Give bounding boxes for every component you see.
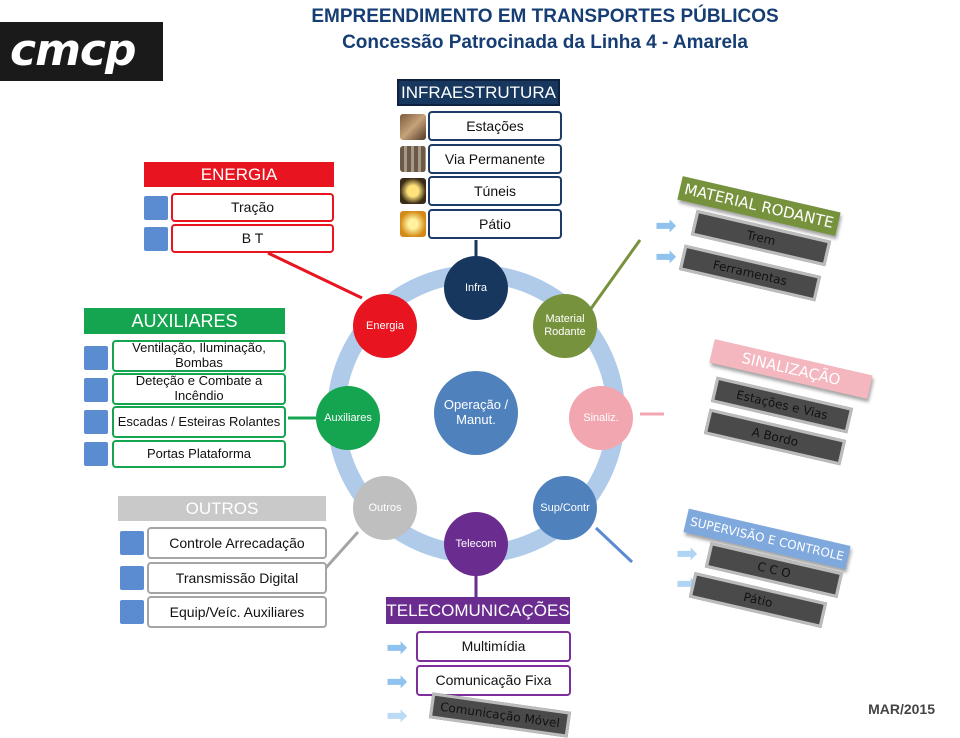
arrow-right-icon: ➡ [676,538,698,568]
infra-item-via-permanente: Via Permanente [428,144,562,174]
wheel-center-operacao: Operação / Manut. [434,371,518,455]
outros-item-equip: Equip/Veíc. Auxiliares [147,596,327,628]
telecom-item-multimidia: Multimídia [416,631,571,662]
infra-item-estacoes: Estações [428,111,562,141]
wheel-node-energia: Energia [353,294,417,358]
energia-item-bt: B T [171,224,334,253]
arrow-right-icon: ➡ [655,210,677,240]
auxiliares-bullet-icon [84,378,108,402]
outros-item-arrecadacao: Controle Arrecadação [147,527,327,559]
auxiliares-bullet-icon [84,410,108,434]
wheel-node-telecom: Telecom [444,512,508,576]
outros-header: OUTROS [118,496,326,521]
auxiliares-item-ventilacao: Ventilação, Iluminação, Bombas [112,340,286,372]
outros-bullet-icon [120,600,144,624]
wheel-node-sup: Sup/Contr [533,476,597,540]
auxiliares-item-incendio: Deteção e Combate a Incêndio [112,373,286,405]
infraestrutura-header: INFRAESTRUTURA [397,79,560,106]
wheel-node-material: Material Rodante [533,294,597,358]
energia-connector [267,251,363,300]
auxiliares-item-escadas: Escadas / Esteiras Rolantes [112,406,286,438]
wheel-node-auxiliares: Auxiliares [316,386,380,450]
sinalizacao-item-bordo-label: A Bordo [750,424,800,450]
energia-header: ENERGIA [144,162,334,187]
telecom-item-comunicacao-fixa: Comunicação Fixa [416,665,571,696]
telecom-header: TELECOMUNICAÇÕES [386,597,570,624]
arrow-right-icon: ➡ [655,241,677,271]
supervisao-item-patio-label: Pátio [742,589,774,611]
energia-bullet-icon [144,227,168,251]
date-label: MAR/2015 [868,701,935,717]
sup-connector [594,526,634,564]
wheel-node-outros: Outros [353,476,417,540]
supervisao-item-cco-label: C C O [755,559,793,581]
arrow-right-icon: ➡ [386,700,408,730]
energia-bullet-icon [144,196,168,220]
material-connector [588,239,642,311]
infra-item-patio: Pátio [428,209,562,239]
arrow-right-icon: ➡ [386,666,408,696]
wheel-node-sinaliz: Sinaliz. [569,386,633,450]
track-photo-icon [400,146,426,172]
energia-item-tracao: Tração [171,193,334,222]
cmcp-logo: cmcp [0,22,163,80]
outros-bullet-icon [120,566,144,590]
material-item-trem-label: Trem [745,227,777,249]
wheel-node-infra: Infra [444,256,508,320]
arrow-right-icon: ➡ [386,632,408,662]
station-photo-icon [400,114,426,140]
logo-underline [0,78,163,81]
outros-item-transmissao: Transmissão Digital [147,562,327,594]
yard-photo-icon [400,211,426,237]
page-title: EMPREENDIMENTO EM TRANSPORTES PÚBLICOS [311,6,779,27]
auxiliares-header: AUXILIARES [84,308,285,334]
infra-item-tuneis: Túneis [428,176,562,206]
auxiliares-bullet-icon [84,346,108,370]
auxiliares-item-portas: Portas Plataforma [112,440,286,468]
page-subtitle: Concessão Patrocinada da Linha 4 - Amare… [342,32,748,53]
auxiliares-bullet-icon [84,442,108,466]
outros-bullet-icon [120,531,144,555]
tunnel-photo-icon [400,178,426,204]
